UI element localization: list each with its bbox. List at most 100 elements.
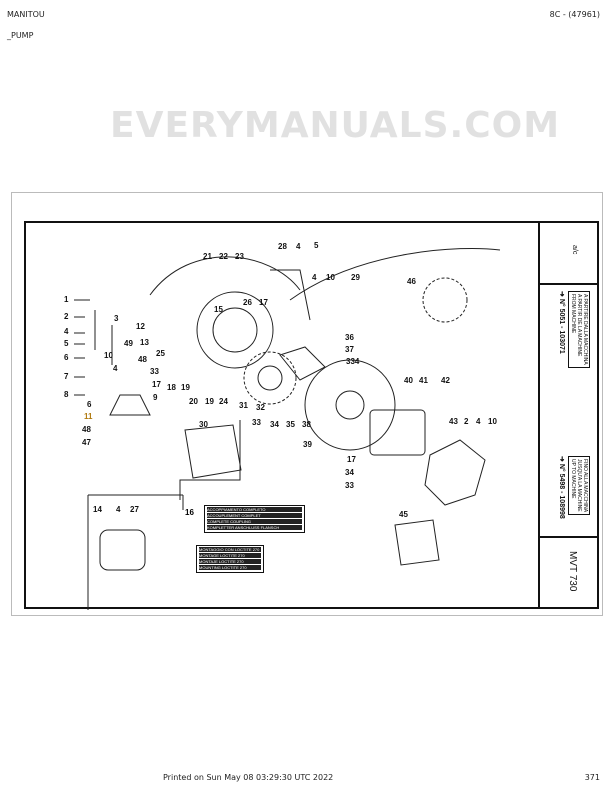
callout: 2 (464, 417, 469, 426)
callout: 26 (243, 298, 252, 307)
callout: 9 (153, 393, 158, 402)
callout: 14 (93, 505, 102, 514)
callout: 45 (399, 510, 408, 519)
callout: 22 (219, 252, 228, 261)
from-line: A PARTIRE DALLA MACCHINA (582, 294, 588, 365)
legend-loctite: MONTAGGIO CON LOCTITE 270 MONTAGE LOCTIT… (196, 545, 264, 573)
callout: 48 (82, 425, 91, 434)
callout: 17 (259, 298, 268, 307)
callout: 5 (64, 339, 69, 348)
callout: 15 (214, 305, 223, 314)
callout: 4 (116, 505, 121, 514)
callout: 6 (87, 400, 92, 409)
callout: 41 (419, 376, 428, 385)
callout: 48 (138, 355, 147, 364)
callout: 7 (64, 372, 69, 381)
coupling-gear (243, 351, 297, 405)
up-to-machine: FINO ALLA MACCHINA JUSQU'A LA MACHINE UP… (558, 456, 590, 519)
callout: 25 (156, 349, 165, 358)
callout: 43 (449, 417, 458, 426)
brand: MANITOU (7, 10, 45, 19)
callout: 30 (199, 420, 208, 429)
callout: 17 (347, 455, 356, 464)
doc-code: 8C - (47961) (549, 10, 600, 19)
legend-line: MOUNTING LOCTITE 270 (199, 565, 261, 570)
callout: 33 (345, 481, 354, 490)
callout: 10 (488, 417, 497, 426)
callout: 4 (296, 242, 301, 251)
callout: 19 (205, 397, 214, 406)
callout: 1 (64, 295, 69, 304)
callout: 3 (114, 314, 119, 323)
from-machine: A PARTIRE DALLA MACCHINA A PARTIR DE LA … (558, 291, 590, 368)
main-pump (369, 409, 426, 456)
printed-date: Printed on Sun May 08 03:29:30 UTC 2022 (163, 773, 334, 782)
callout: 20 (189, 397, 198, 406)
callout: 8 (64, 390, 69, 399)
from-serial: N° 5051 - 103071 (558, 298, 565, 354)
coupling-ref: 16 (185, 508, 194, 517)
title-block: a/c A PARTIRE DALLA MACCHINA A PARTIR DE… (538, 221, 599, 609)
callout: 4 (312, 273, 317, 282)
callout: 21 (203, 252, 212, 261)
callout: 47 (82, 438, 91, 447)
callout: 34 (345, 468, 354, 477)
watermark: EVERYMANUALS.COM (110, 105, 561, 146)
callout: 18 (167, 383, 176, 392)
callout: 40 (404, 376, 413, 385)
callout: 4 (113, 364, 118, 373)
gasket-kit-30 (184, 424, 242, 479)
callout: 10 (104, 351, 113, 360)
callout: 4 (64, 327, 69, 336)
callout: 11 (84, 412, 93, 421)
mount-bracket (109, 394, 151, 416)
callout: 27 (130, 505, 139, 514)
callout: 24 (219, 397, 228, 406)
callout: 13 (140, 338, 149, 347)
flywheel-housing (196, 291, 274, 369)
page-number: 371 (584, 773, 600, 782)
legend-line: MONTAGE LOCTITE 270 (199, 553, 261, 558)
callout: 46 (407, 277, 416, 286)
callout: 29 (351, 273, 360, 282)
legend-coupling: 16 ACCOPPIAMENTO COMPLETO ACCOUPLEMENT C… (185, 505, 305, 533)
legend-line: ACCOUPLEMENT COMPLET (207, 513, 302, 518)
callout: 17 (152, 380, 161, 389)
callout: 49 (124, 339, 133, 348)
from-line: A PARTIR DE LA MACHINE (576, 294, 582, 357)
callout: 334 (346, 357, 360, 366)
housing-outline (149, 256, 301, 296)
callout: 31 (239, 401, 248, 410)
model: MVT 730 (567, 551, 578, 592)
callout: 32 (256, 403, 265, 412)
callout: 37 (345, 345, 354, 354)
top-code: a/c (571, 245, 578, 255)
legend-line: ACCOPPIAMENTO COMPLETO (207, 507, 302, 512)
callout: 28 (278, 242, 287, 251)
callout: 35 (286, 420, 295, 429)
callout: 12 (136, 322, 145, 331)
callout: 2 (64, 312, 69, 321)
coupling-detail (422, 277, 468, 323)
flywheel-plate (304, 359, 396, 451)
callout: 36 (345, 333, 354, 342)
legend-line: MONTAGGIO CON LOCTITE 270 (199, 547, 261, 552)
callout: 42 (441, 376, 450, 385)
callout: 34 (270, 420, 279, 429)
callout: 6 (64, 353, 69, 362)
legend-line: COMPLETE COUPLING (207, 519, 302, 524)
motor-pump (99, 529, 146, 571)
callout: 23 (235, 252, 244, 261)
legend-line: KOMPLETTER ANSCHLUSS FLANSCH (207, 525, 302, 530)
section: _PUMP (7, 31, 34, 40)
callout: 4 (476, 417, 481, 426)
upto-line: FINO ALLA MACCHINA (582, 459, 588, 513)
drawing-frame (24, 221, 599, 609)
callout: 5 (314, 241, 319, 250)
callout: 19 (181, 383, 190, 392)
gasket-kit-45 (394, 519, 440, 566)
callout: 39 (303, 440, 312, 449)
callout: 10 (326, 273, 335, 282)
